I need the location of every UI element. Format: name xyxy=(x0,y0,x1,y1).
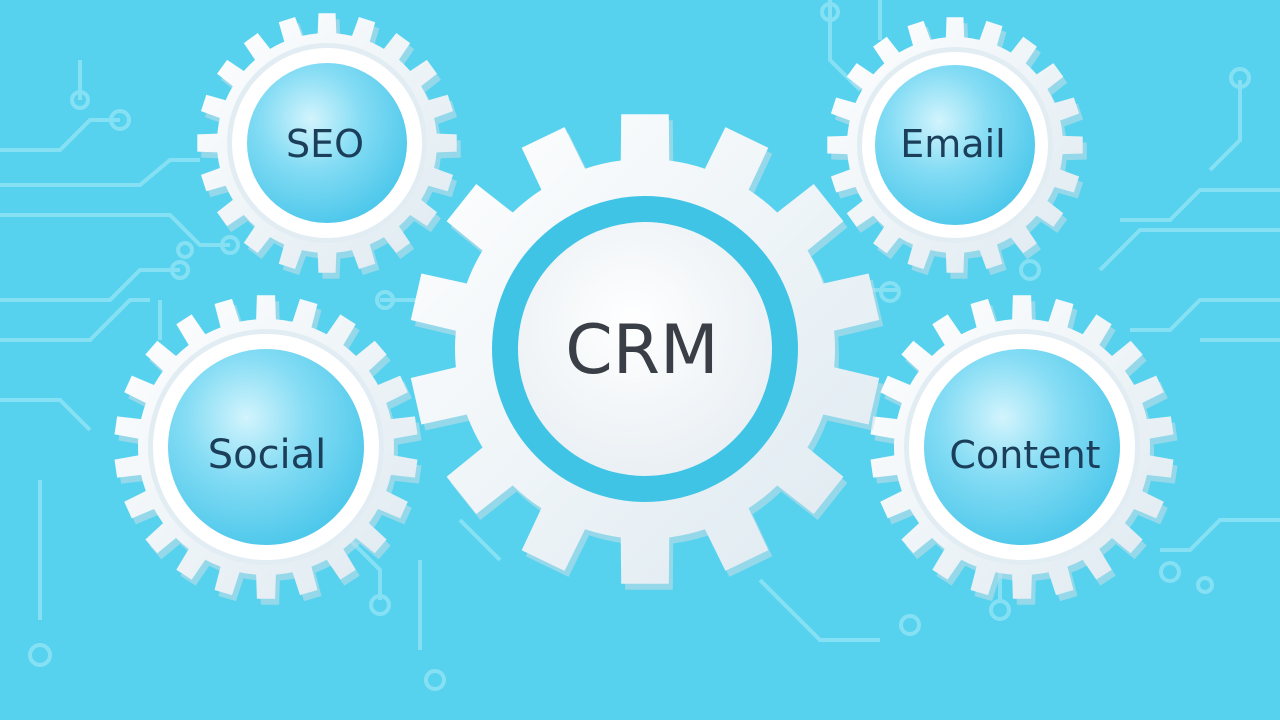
satellite-label-content: Content xyxy=(949,433,1100,477)
gear-social xyxy=(114,295,422,605)
circuit-background xyxy=(0,0,1280,691)
gear-crm xyxy=(410,114,884,590)
satellite-label-email: Email xyxy=(900,122,1005,166)
gear-content xyxy=(870,295,1178,605)
satellite-label-seo: SEO xyxy=(286,122,364,166)
center-label-crm: CRM xyxy=(565,311,718,390)
gear-email xyxy=(827,17,1087,279)
gear-seo xyxy=(197,13,461,279)
satellite-label-social: Social xyxy=(208,432,327,478)
